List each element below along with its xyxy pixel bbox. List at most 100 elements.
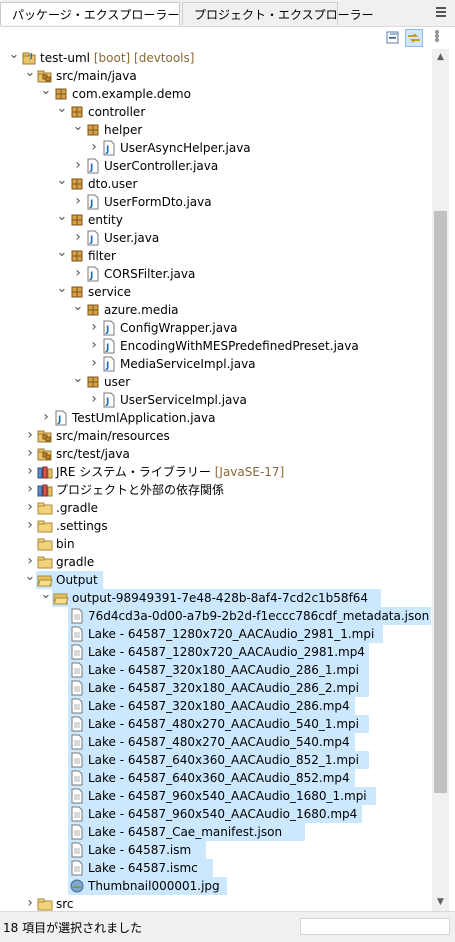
selection-highlight bbox=[68, 751, 369, 769]
chevron-right-icon[interactable]: › bbox=[91, 391, 97, 407]
chevron-down-icon[interactable]: ⌄ bbox=[40, 83, 52, 98]
chevron-right-icon[interactable]: › bbox=[27, 895, 33, 911]
tree-item[interactable]: Lake - 64587_480x270_AACAudio_540.mp4 bbox=[0, 733, 432, 751]
tree-item[interactable]: ⌄azure.media bbox=[0, 299, 432, 319]
view-menu-icon[interactable] bbox=[435, 5, 447, 22]
folder-open-icon bbox=[53, 590, 69, 606]
tab-project-explorer[interactable]: プロジェクト・エクスプローラー bbox=[182, 2, 374, 25]
tree-item[interactable]: ⌄controller bbox=[0, 101, 432, 121]
tree-item-label: com.example.demo bbox=[72, 85, 191, 103]
chevron-right-icon[interactable]: › bbox=[91, 355, 97, 371]
tree-item[interactable]: ⌄output-98949391-7e48-428b-8af4-7cd2c1b5… bbox=[0, 587, 432, 607]
tree-item[interactable]: ›src/main/resources bbox=[0, 427, 432, 445]
tree-item[interactable]: 76d4cd3a-0d00-a7b9-2b2d-f1eccc786cdf_met… bbox=[0, 607, 432, 625]
tree-item[interactable]: ›gradle bbox=[0, 553, 432, 571]
tree-item[interactable]: Lake - 64587_Cae_manifest.json bbox=[0, 823, 432, 841]
java-file-icon: J bbox=[53, 410, 69, 426]
tree-item[interactable]: Lake - 64587_640x360_AACAudio_852.mp4 bbox=[0, 769, 432, 787]
tree-item[interactable]: ›プロジェクトと外部の依存関係 bbox=[0, 481, 432, 499]
tree-item[interactable]: Lake - 64587_320x180_AACAudio_286.mp4 bbox=[0, 697, 432, 715]
tree-item[interactable]: Lake - 64587_1280x720_AACAudio_2981.mp4 bbox=[0, 643, 432, 661]
chevron-down-icon[interactable]: ⌄ bbox=[56, 173, 68, 188]
tree-item[interactable]: ⌄src/main/java bbox=[0, 65, 432, 85]
file-icon bbox=[69, 824, 85, 840]
chevron-right-icon[interactable]: › bbox=[91, 139, 97, 155]
tree-item[interactable]: ⌄filter bbox=[0, 245, 432, 265]
chevron-right-icon[interactable]: › bbox=[27, 553, 33, 569]
tree-item[interactable]: Lake - 64587_960x540_AACAudio_1680_1.mpi bbox=[0, 787, 432, 805]
chevron-down-icon[interactable]: ⌄ bbox=[24, 65, 36, 80]
tree-item[interactable]: › src/test/java bbox=[0, 445, 432, 463]
tree-item[interactable]: ›JRE システム・ライブラリー [JavaSE-17] bbox=[0, 463, 432, 481]
chevron-right-icon[interactable]: › bbox=[27, 427, 33, 443]
chevron-right-icon[interactable]: › bbox=[91, 337, 97, 353]
chevron-down-icon[interactable]: ⌄ bbox=[8, 49, 20, 62]
tree-item[interactable]: Lake - 64587.ism bbox=[0, 841, 432, 859]
chevron-right-icon[interactable]: › bbox=[75, 157, 81, 173]
tree-item[interactable]: ⌄entity bbox=[0, 209, 432, 229]
tree-item-text: src/test/java bbox=[56, 447, 130, 461]
tree-item[interactable]: ⌄dto.user bbox=[0, 173, 432, 193]
tree-item[interactable]: bin bbox=[0, 535, 432, 553]
chevron-right-icon[interactable]: › bbox=[27, 481, 33, 497]
tree-item[interactable]: Lake - 64587_480x270_AACAudio_540_1.mpi bbox=[0, 715, 432, 733]
tree-item[interactable]: Lake - 64587_1280x720_AACAudio_2981_1.mp… bbox=[0, 625, 432, 643]
chevron-down-icon[interactable]: ⌄ bbox=[72, 371, 84, 386]
chevron-right-icon[interactable]: › bbox=[75, 229, 81, 245]
chevron-right-icon[interactable]: › bbox=[27, 445, 33, 461]
tree-item[interactable]: ⌄service bbox=[0, 281, 432, 301]
chevron-down-icon[interactable]: ⌄ bbox=[72, 299, 84, 314]
more-vertical-icon bbox=[435, 30, 439, 42]
vertical-scrollbar[interactable]: ▲ ▼ bbox=[432, 49, 449, 911]
tree-item[interactable]: Lake - 64587_960x540_AACAudio_1680.mp4 bbox=[0, 805, 432, 823]
chevron-down-icon[interactable]: ⌄ bbox=[24, 569, 36, 584]
collapse-all-button[interactable] bbox=[384, 29, 402, 47]
chevron-down-icon[interactable]: ⌄ bbox=[40, 587, 52, 602]
chevron-down-icon[interactable]: ⌄ bbox=[72, 119, 84, 134]
scroll-down-arrow-icon[interactable]: ▼ bbox=[437, 897, 444, 907]
chevron-right-icon[interactable]: › bbox=[27, 517, 33, 533]
tree-item[interactable]: ⌄ com.example.demo bbox=[0, 83, 432, 103]
link-with-editor-button[interactable] bbox=[405, 29, 423, 47]
chevron-right-icon[interactable]: › bbox=[75, 193, 81, 209]
chevron-down-icon[interactable]: ⌄ bbox=[56, 101, 68, 116]
tree-item[interactable]: ⌄Output bbox=[0, 569, 432, 589]
scroll-up-arrow-icon[interactable]: ▲ bbox=[437, 52, 444, 62]
chevron-right-icon[interactable]: › bbox=[91, 319, 97, 335]
chevron-down-icon[interactable]: ⌄ bbox=[56, 209, 68, 224]
tree-item[interactable]: Lake - 64587_320x180_AACAudio_286_2.mpi bbox=[0, 679, 432, 697]
tree-item[interactable]: Lake - 64587.ismc bbox=[0, 859, 432, 877]
chevron-right-icon[interactable]: › bbox=[75, 265, 81, 281]
tree-item[interactable]: ›.settings bbox=[0, 517, 432, 535]
tree-item[interactable]: Lake - 64587_320x180_AACAudio_286_1.mpi bbox=[0, 661, 432, 679]
tree-item-label: ConfigWrapper.java bbox=[120, 319, 238, 337]
tree-item[interactable]: ›src bbox=[0, 895, 432, 911]
scrollbar-thumb[interactable] bbox=[434, 211, 447, 793]
view-menu-button[interactable] bbox=[428, 29, 446, 47]
tree-item[interactable]: Thumbnail000001.jpg bbox=[0, 877, 432, 895]
tree-item[interactable]: ⌄user bbox=[0, 371, 432, 391]
chevron-down-icon[interactable]: ⌄ bbox=[56, 245, 68, 260]
view-toolbar bbox=[0, 27, 455, 49]
tab-package-explorer[interactable]: パッケージ・エクスプローラー ✕ bbox=[0, 2, 199, 25]
chevron-right-icon[interactable]: › bbox=[27, 499, 33, 515]
tree-item[interactable]: ⌄helper bbox=[0, 119, 432, 139]
chevron-right-icon[interactable]: › bbox=[43, 409, 49, 425]
tree-item[interactable]: ›.gradle bbox=[0, 499, 432, 517]
chevron-right-icon[interactable]: › bbox=[27, 463, 33, 479]
file-icon bbox=[69, 644, 85, 660]
package-icon bbox=[85, 374, 101, 390]
tree-item[interactable]: Lake - 64587_640x360_AACAudio_852_1.mpi bbox=[0, 751, 432, 769]
chevron-down-icon[interactable]: ⌄ bbox=[56, 281, 68, 296]
